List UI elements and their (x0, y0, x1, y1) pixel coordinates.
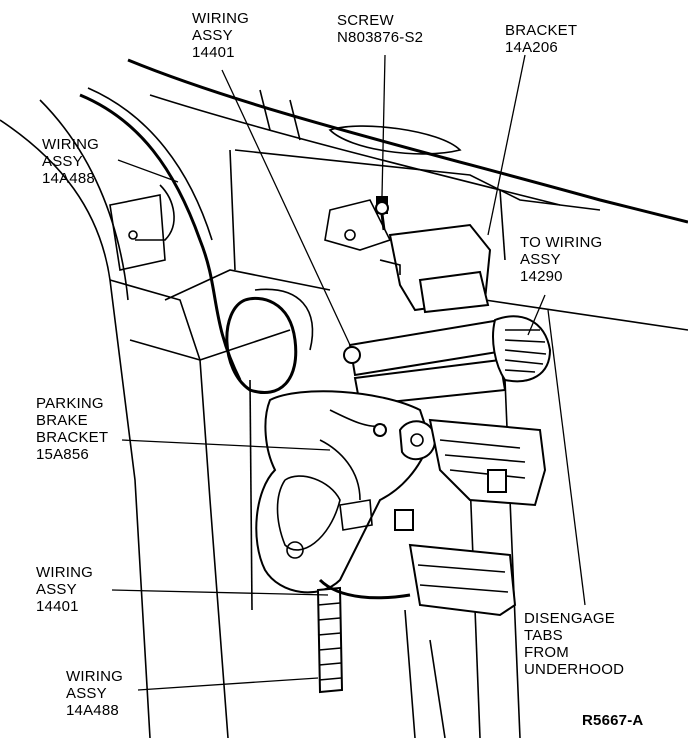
vehicle-body-panel (0, 58, 688, 738)
connector-block-lower (394, 509, 517, 617)
steering-column (343, 318, 512, 407)
harness-loop (225, 288, 314, 395)
label-wiring-assy-14a488-bottom: WIRING ASSY 14A488 (66, 668, 124, 719)
wiring-harness-14a488 (79, 87, 242, 381)
harness-lower (316, 578, 411, 694)
label-bracket: BRACKET 14A206 (505, 22, 578, 56)
screw-n803876 (375, 196, 389, 231)
leader-lines (111, 54, 586, 691)
label-wiring-assy-14a488-top: WIRING ASSY 14A488 (42, 136, 100, 187)
label-screw: SCREW N803876-S2 (337, 12, 424, 46)
ground-ring-terminal (398, 420, 437, 461)
figure-code: R5667-A (582, 712, 644, 729)
connector-14290 (492, 315, 552, 383)
label-parking-brake-bracket: PARKING BRAKE BRACKET 15A856 (36, 395, 109, 463)
label-disengage-tabs: DISENGAGE TABS FROM UNDERHOOD (524, 610, 625, 678)
label-to-wiring-assy-14290: TO WIRING ASSY 14290 (520, 234, 603, 285)
parking-brake-bracket (255, 390, 432, 594)
label-wiring-assy-14401-bottom: WIRING ASSY 14401 (36, 564, 94, 615)
connector-block-upper (428, 418, 547, 507)
label-wiring-assy-14401-top: WIRING ASSY 14401 (192, 10, 250, 61)
bracket-14a206 (324, 199, 492, 314)
